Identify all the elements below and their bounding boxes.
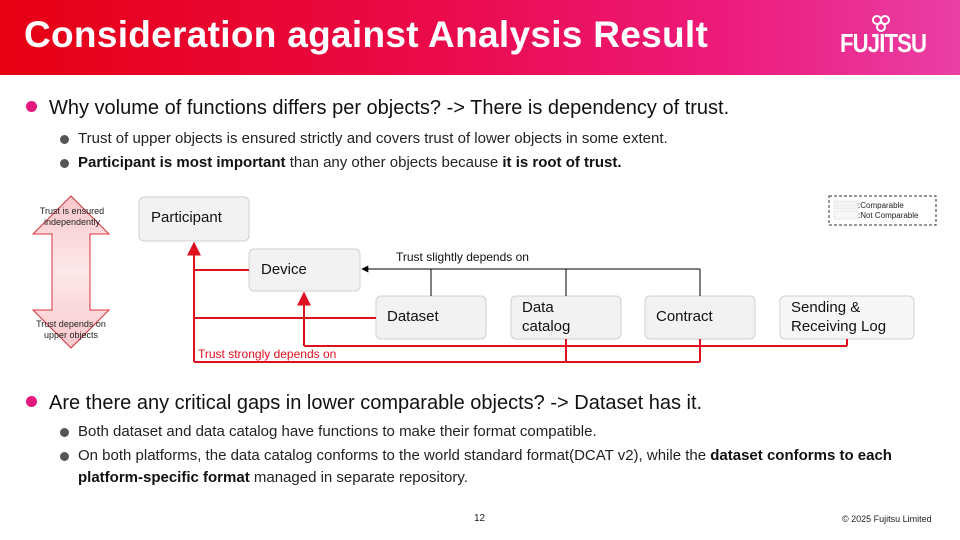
sub-bullet-2-1: Both dataset and data catalog have funct… [60, 421, 597, 443]
slight-dependency-label: Trust slightly depends on [396, 250, 529, 264]
sub-bullet-2-2-text-a: On both platforms, the data catalog conf… [78, 447, 711, 464]
sub-bullet-2-2-bold: dataset conforms to each platform-specif… [78, 447, 892, 486]
sub-bullet-dot-icon [60, 159, 69, 168]
participant-label: Participant [151, 209, 223, 226]
dataset-box [375, 295, 487, 340]
device-label: Device [261, 261, 307, 278]
title-bar: Consideration against Analysis Result FU… [0, 0, 960, 75]
page-number: 12 [474, 513, 486, 524]
legend-comparable-swatch [833, 200, 859, 210]
sub-bullet-1-2: Participant is most important than any o… [60, 152, 622, 174]
sub-bullet-dot-icon [60, 428, 69, 437]
sub-bullet-2-2-text-b: managed in separate repository. [249, 469, 468, 486]
sub-bullet-dot-icon [60, 452, 69, 461]
bullet-heading-2: Are there any critical gaps in lower com… [26, 392, 702, 415]
copyright-notice: © 2025 Fujitsu Limited [842, 514, 932, 524]
bullet-dot-icon [26, 396, 37, 407]
heading-2-text: Are there any critical gaps in lower com… [49, 392, 703, 414]
sub-bullet-2-1-text: Both dataset and data catalog have funct… [78, 423, 597, 440]
sub-bullet-1-1-text: Trust of upper objects is ensured strict… [78, 130, 668, 147]
legend-box [828, 195, 937, 226]
contract-label: Contract [656, 308, 714, 325]
infinity-logo-icon [872, 15, 890, 32]
heading-1-text: Why volume of functions differs per obje… [49, 97, 730, 119]
strong-dependency-label: Trust strongly depends on [198, 347, 336, 361]
sub-bullet-1-1: Trust of upper objects is ensured strict… [60, 128, 668, 150]
legend-comparable-label: :Comparable [858, 201, 904, 210]
sending-receiving-log-box [779, 295, 915, 340]
bullet-heading-1: Why volume of functions differs per obje… [26, 97, 729, 120]
participant-box [138, 196, 250, 242]
log-label-line2: Receiving Log [791, 318, 886, 335]
fujitsu-logo: FUJITSU [840, 15, 940, 60]
sub-bullet-2-2: On both platforms, the data catalog conf… [60, 445, 913, 489]
sub-bullet-1-2-bold-b: it is root of trust. [502, 154, 622, 171]
arrow-top-label-line1: Trust is ensured [40, 206, 104, 216]
sub-bullet-1-2-text: than any other objects because [285, 154, 503, 171]
page-title: Consideration against Analysis Result [24, 14, 709, 55]
slight-dependency-connector [361, 265, 701, 296]
legend-not-comparable-swatch [833, 210, 859, 220]
log-label-line1: Sending & [791, 299, 860, 316]
arrow-bottom-label-line1: Trust depends on [36, 319, 106, 329]
legend-not-comparable-label: :Not Comparable [858, 211, 919, 220]
data-catalog-label-line2: catalog [522, 318, 570, 335]
data-catalog-label-line1: Data [522, 299, 554, 316]
dataset-label: Dataset [387, 308, 440, 325]
sub-bullet-1-2-bold-a: Participant is most important [78, 154, 286, 171]
logo-wordmark: FUJITSU [840, 28, 927, 58]
arrow-bottom-label-line2: upper objects [44, 330, 99, 340]
bullet-dot-icon [26, 101, 37, 112]
arrow-top-label-line2: independently [44, 217, 101, 227]
data-catalog-box [510, 295, 622, 340]
sub-bullet-dot-icon [60, 135, 69, 144]
contract-box [644, 295, 756, 340]
strong-dependency-connector [187, 241, 848, 363]
trust-double-arrow [31, 195, 111, 349]
device-box [248, 248, 361, 292]
